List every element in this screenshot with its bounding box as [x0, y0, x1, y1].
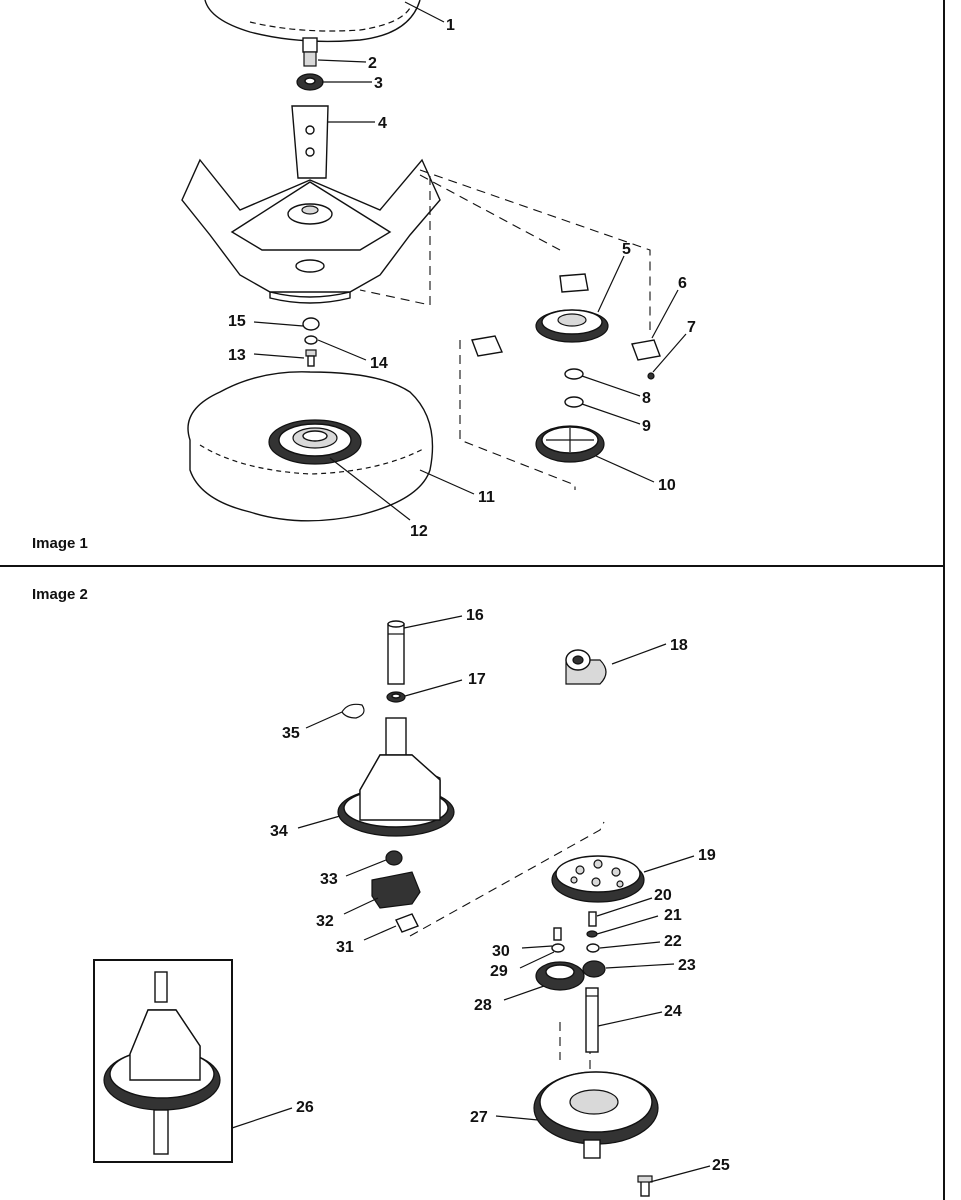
part-14-washer — [304, 335, 318, 345]
part-9-washer — [564, 396, 584, 408]
callout-7: 7 — [687, 319, 696, 336]
callout-35: 35 — [282, 725, 300, 742]
part-31-block — [395, 913, 419, 933]
panel-1: Image 1 — [32, 0, 696, 552]
callout-2: 2 — [368, 55, 377, 72]
part-34-transmission — [337, 717, 455, 837]
callout-30: 30 — [492, 943, 510, 960]
part-25-bolt — [637, 1175, 653, 1197]
part-33-gear — [385, 850, 403, 866]
callout-11: 11 — [478, 489, 495, 506]
panel-2: Image 2 — [32, 586, 730, 1197]
part-5-pulley — [535, 273, 609, 343]
part-29-washer — [551, 943, 565, 953]
callout-17: 17 — [468, 671, 486, 688]
plate-left — [471, 335, 504, 357]
callout-29: 29 — [490, 963, 508, 980]
panel-1-title: Image 1 — [32, 535, 88, 552]
part-22-washer — [586, 943, 600, 953]
part-32-cam — [371, 871, 421, 909]
callout-27: 27 — [470, 1109, 488, 1126]
callout-5: 5 — [622, 241, 631, 258]
callout-26: 26 — [296, 1099, 314, 1116]
leaders-2 — [231, 615, 711, 1183]
callout-15: 15 — [228, 313, 246, 330]
callout-13: 13 — [228, 347, 246, 364]
callout-32: 32 — [316, 913, 334, 930]
guide-lines-1 — [419, 169, 651, 330]
part-20-pin — [588, 911, 597, 927]
panel-2-title: Image 2 — [32, 586, 88, 603]
part-15-clip — [302, 317, 320, 331]
callout-16: 16 — [466, 607, 484, 624]
callout-10: 10 — [658, 477, 676, 494]
part-23-nut — [582, 960, 606, 978]
callout-24: 24 — [664, 1003, 682, 1020]
callout-14: 14 — [370, 355, 388, 372]
callout-3: 3 — [374, 75, 383, 92]
callout-1: 1 — [446, 17, 455, 34]
part-26-assembly — [103, 971, 221, 1155]
part-13-bolt — [305, 349, 317, 367]
callout-8: 8 — [642, 390, 651, 407]
part-27-base — [533, 1071, 659, 1159]
callout-21: 21 — [664, 907, 682, 924]
part-11-tub — [187, 371, 434, 522]
callout-4: 4 — [378, 115, 387, 132]
part-21-washer — [586, 930, 598, 938]
inset-box — [93, 959, 233, 1163]
callout-22: 22 — [664, 933, 682, 950]
callout-9: 9 — [642, 418, 651, 435]
part-1-basket — [204, 0, 421, 53]
part-8-washer — [564, 368, 584, 380]
callout-23: 23 — [678, 957, 696, 974]
part-7-pin — [647, 372, 655, 380]
leaders-1 — [253, 1, 687, 521]
part-24-shaft — [585, 987, 599, 1053]
part-30-pin — [553, 927, 562, 941]
callout-31: 31 — [336, 939, 354, 956]
part-2-shaft — [303, 51, 317, 67]
callout-12: 12 — [410, 523, 428, 540]
part-19-pulley — [551, 855, 645, 903]
callout-19: 19 — [698, 847, 716, 864]
part-35-snapring — [341, 703, 365, 719]
part-10-gear — [535, 425, 605, 463]
part-12-seal — [268, 419, 362, 465]
callout-20: 20 — [654, 887, 672, 904]
part-4-bracket — [181, 105, 441, 304]
callout-18: 18 — [670, 637, 688, 654]
callout-34: 34 — [270, 823, 288, 840]
callout-28: 28 — [474, 997, 492, 1014]
callout-6: 6 — [678, 275, 687, 292]
part-6-plate — [631, 339, 661, 361]
callout-33: 33 — [320, 871, 338, 888]
part-18-bushing — [565, 649, 607, 685]
guide-lines-2 — [409, 821, 605, 937]
callout-25: 25 — [712, 1157, 730, 1174]
part-16-shaft — [387, 620, 405, 685]
